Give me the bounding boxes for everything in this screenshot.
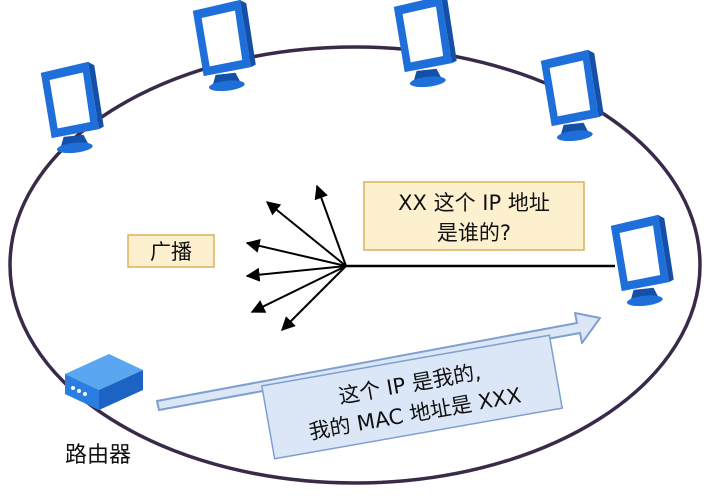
network-ring [8,45,702,485]
computer-icon [192,0,259,94]
question-label-line1: XX 这个 IP 地址 [398,191,550,215]
broadcast-label-box [127,234,215,268]
question-label-box [363,181,585,251]
router-icon [65,354,143,410]
computer-icon [393,0,460,90]
broadcast-arrows-icon [245,184,347,331]
computer-icon [540,48,607,144]
computer-icon [40,60,107,156]
router-label: 路由器 [65,443,131,468]
reply-label-box [260,334,564,460]
computer-icon [610,213,677,309]
question-label-line2: 是谁的? [437,221,511,245]
broadcast-label: 广播 [150,240,192,264]
